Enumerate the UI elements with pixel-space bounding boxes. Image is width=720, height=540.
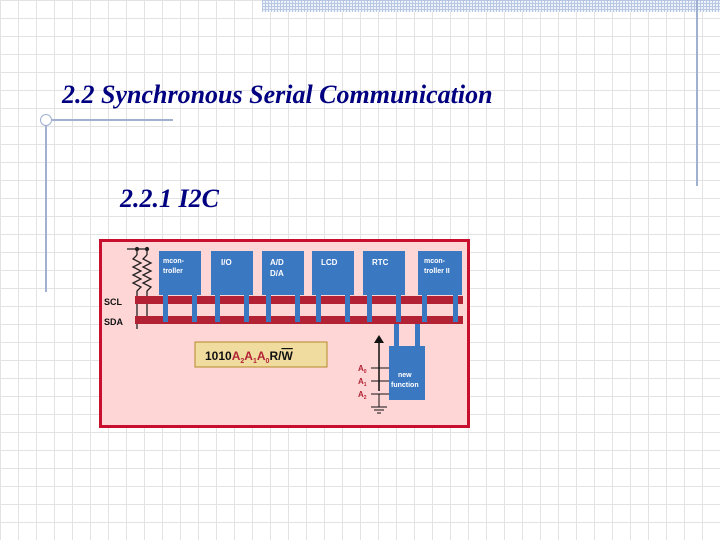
address-format: 1010A2A1A0R/W <box>205 349 293 365</box>
i2c-bus-diagram: SCL SDA mcon- troller I/O A/D D/A <box>99 239 470 428</box>
address-pin-leads <box>371 367 389 407</box>
device-ad-da-line1: A/D <box>270 258 284 267</box>
new-device-pin-scl <box>394 324 399 346</box>
sda-label: SDA <box>104 317 124 327</box>
device-lcd: LCD <box>312 251 354 322</box>
device-mcontroller-ii-body <box>418 251 462 295</box>
pin-a0-label: A0 <box>358 364 367 375</box>
new-device-pin-sda <box>415 324 420 346</box>
device-rtc-pin-sda <box>396 295 401 322</box>
decor-right-line <box>696 0 698 186</box>
device-mcontroller-pin-sda <box>192 295 197 322</box>
address-bit-a0-sub: 0 <box>266 358 270 365</box>
device-mcontroller-ii: mcon- troller II <box>418 251 462 322</box>
ground-symbol <box>371 406 387 414</box>
scl-label: SCL <box>104 297 123 307</box>
device-ad-da-pin-sda <box>295 295 300 322</box>
pin-a1-base: A <box>358 377 364 386</box>
decor-horizontal-line <box>52 119 173 121</box>
device-mcontroller-ii-line1: mcon- <box>424 258 446 265</box>
address-bit-a0: A <box>257 349 266 363</box>
new-device-body <box>389 346 425 400</box>
device-mcontroller-line2: troller <box>163 268 183 275</box>
device-io: I/O <box>211 251 253 322</box>
device-mcontroller-line1: mcon- <box>163 258 185 265</box>
pin-a2-sub: 2 <box>364 395 367 401</box>
pin-a1-sub: 1 <box>364 382 367 388</box>
address-rw: R/ <box>269 349 282 363</box>
device-lcd-pin-sda <box>345 295 350 322</box>
device-mcontroller-ii-pin-sda <box>453 295 458 322</box>
device-lcd-line1: LCD <box>321 258 338 267</box>
pin-a2-label: A2 <box>358 390 367 401</box>
header-pattern <box>262 0 720 12</box>
device-mcontroller-ii-line2: troller II <box>424 268 450 275</box>
device-ad-da: A/D D/A <box>262 251 304 322</box>
device-mcontroller-ii-pin-scl <box>422 295 427 322</box>
device-ad-da-line2: D/A <box>270 269 284 278</box>
pin-a0-base: A <box>358 364 364 373</box>
address-w-bar: W <box>281 349 293 363</box>
pin-a2-base: A <box>358 390 364 399</box>
device-lcd-body <box>312 251 354 295</box>
device-rtc-line1: RTC <box>372 258 389 267</box>
device-io-pin-scl <box>215 295 220 322</box>
slide-title: 2.2 Synchronous Serial Communication <box>62 80 493 109</box>
address-arrow <box>374 335 384 391</box>
device-rtc: RTC <box>363 251 405 322</box>
new-function-device: new function <box>389 324 425 400</box>
decor-vertical-line <box>45 120 47 292</box>
device-rtc-pin-scl <box>367 295 372 322</box>
device-mcontroller: mcon- troller <box>159 251 201 322</box>
device-io-body <box>211 251 253 295</box>
address-box <box>194 341 328 368</box>
pin-a1-label: A1 <box>358 377 367 388</box>
device-io-pin-sda <box>244 295 249 322</box>
device-ad-da-body <box>262 251 304 295</box>
device-io-line1: I/O <box>221 258 232 267</box>
new-device-line2: function <box>391 382 419 389</box>
decor-ring <box>40 114 52 126</box>
address-bit-a1: A <box>244 349 253 363</box>
slide-subtitle: 2.2.1 I2C <box>120 184 219 213</box>
device-ad-da-pin-scl <box>266 295 271 322</box>
device-mcontroller-body <box>159 251 201 295</box>
new-device-line1: new <box>398 372 412 379</box>
device-lcd-pin-scl <box>316 295 321 322</box>
address-bit-a2-sub: 2 <box>240 358 244 365</box>
device-mcontroller-pin-scl <box>163 295 168 322</box>
address-prefix: 1010 <box>205 349 232 363</box>
address-bit-a1-sub: 1 <box>253 358 257 365</box>
address-bit-a2: A <box>232 349 241 363</box>
device-rtc-body <box>363 251 405 295</box>
pin-a0-sub: 0 <box>364 369 367 375</box>
